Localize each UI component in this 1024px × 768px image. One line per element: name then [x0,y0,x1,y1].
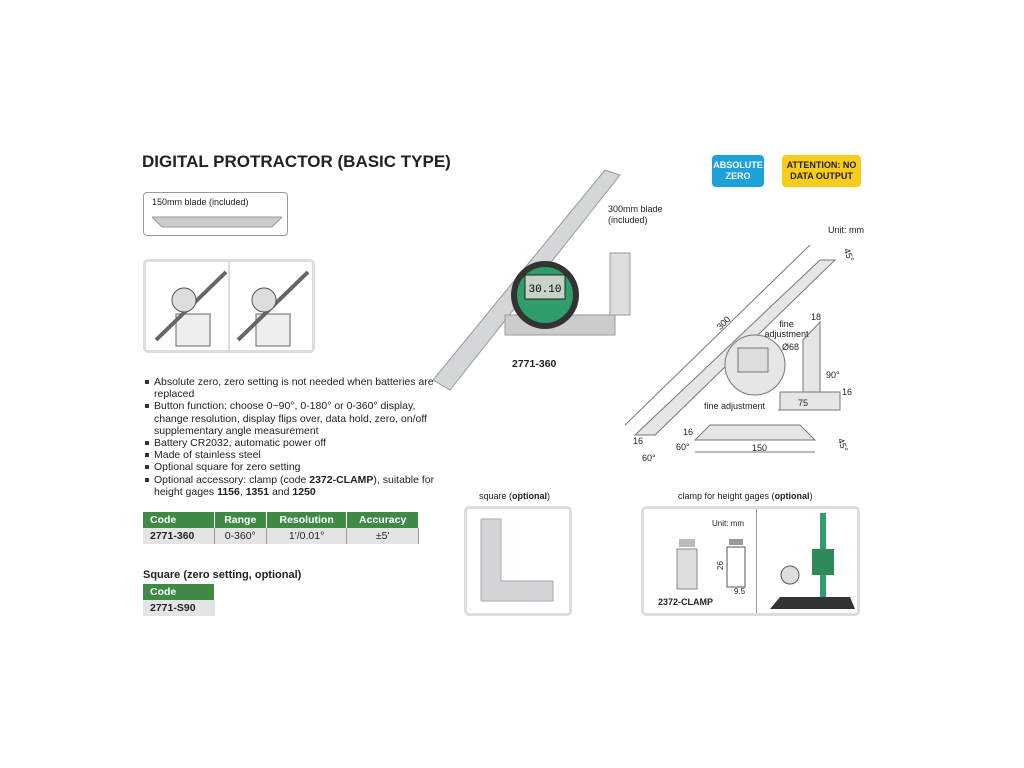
clamp-unit: Unit: mm [712,519,744,528]
col-accuracy: Accuracy [346,512,419,528]
feature-item: Made of stainless steel [145,449,445,461]
square-caption: square (optional) [479,491,550,501]
cell-range: 0-360° [214,528,267,544]
blade-150-label: 150mm blade (included) [152,197,249,207]
protractor-photo: 30.10 [432,169,631,391]
blade-150-image [150,216,284,228]
clamp-code: 2372-CLAMP [658,597,714,607]
text: ) [809,491,813,501]
cell-accuracy: ±5' [346,528,419,544]
text: square ( [479,491,513,501]
clamp-dim-9-5: 9.5 [734,587,746,596]
dim-90: 90° [826,370,840,380]
col-code: Code [143,584,215,600]
dim-16-small: 16 [683,427,694,437]
text: , [239,485,246,498]
gage-1351: 1351 [245,485,270,498]
text: ), suitable for height gages [154,473,435,498]
col-resolution: Resolution [266,512,348,528]
clamp-code: 2372-CLAMP [309,473,374,486]
text: optional [774,491,810,501]
blade-150-box: 150mm blade (included) [143,192,288,236]
spec-header-row: Code Range Resolution Accuracy [143,512,419,528]
spec-table: Code Range Resolution Accuracy 2771-360 … [143,512,419,544]
cell-code: 2771-360 [143,528,215,544]
fine-adjustment-label-2: fine adjustment [704,401,766,411]
text: clamp for height gages ( [678,491,775,501]
feature-item: Optional square for zero setting [145,461,445,473]
dim-18: 18 [811,312,822,322]
dim-16: 16 [842,387,853,397]
text: and [269,485,293,498]
usage-illustration [143,259,315,353]
feature-item: Battery CR2032, automatic power off [145,437,445,449]
feature-item-clamp: Optional accessory: clamp (code 2372-CLA… [145,474,445,498]
table-row: 2771-360 0-360° 1'/0.01° ±5' [143,528,419,544]
text: ) [547,491,551,501]
page-title: DIGITAL PROTRACTOR (BASIC TYPE) [142,152,451,171]
dim-16-blade: 16 [633,436,644,446]
square-image [480,518,554,602]
feature-list: Absolute zero, zero setting is not neede… [145,376,445,498]
square-image-panel [464,506,572,616]
gage-1250: 1250 [292,485,316,498]
cell-code: 2771-S90 [143,600,215,616]
square-table: Code 2771-S90 [143,584,215,616]
text: optional [512,491,548,501]
clamp-caption: clamp for height gages (optional) [678,491,813,501]
drawing-unit: Unit: mm [828,225,864,235]
feature-item: Absolute zero, zero setting is not neede… [145,376,445,400]
product-code-label: 2771-360 [512,358,557,370]
square-section-title: Square (zero setting, optional) [143,569,302,581]
text: Optional accessory: clamp (code [154,473,310,486]
absolute-zero-badge: ABSOLUTE ZERO [712,155,764,187]
technical-drawing [624,244,841,453]
blade-300-label: 300mm blade (included) [608,204,663,225]
clamp-drawing [676,539,746,590]
dim-diameter: Ø68 [782,342,800,352]
clamp-image-panel: Unit: mm 26 9.5 2372-CLAMP [641,506,860,616]
dim-60: 60° [642,453,656,463]
fine-adjustment-label: fine adjustment [764,319,809,339]
cell-resolution: 1'/0.01° [266,528,348,544]
usage-diagram [154,262,310,350]
height-gage-photo [770,513,855,609]
feature-item: Button function: choose 0~90°, 0-180° or… [145,400,445,437]
col-range: Range [214,512,267,528]
dim-60-small: 60° [676,442,690,452]
display-reading: 30.10 [528,284,561,296]
dim-150: 150 [752,443,768,453]
clamp-dim-26: 26 [715,561,725,570]
col-code: Code [143,512,215,528]
gage-1156: 1156 [217,485,240,498]
dim-75: 75 [798,398,809,408]
attention-badge: ATTENTION: NO DATA OUTPUT [782,155,861,187]
